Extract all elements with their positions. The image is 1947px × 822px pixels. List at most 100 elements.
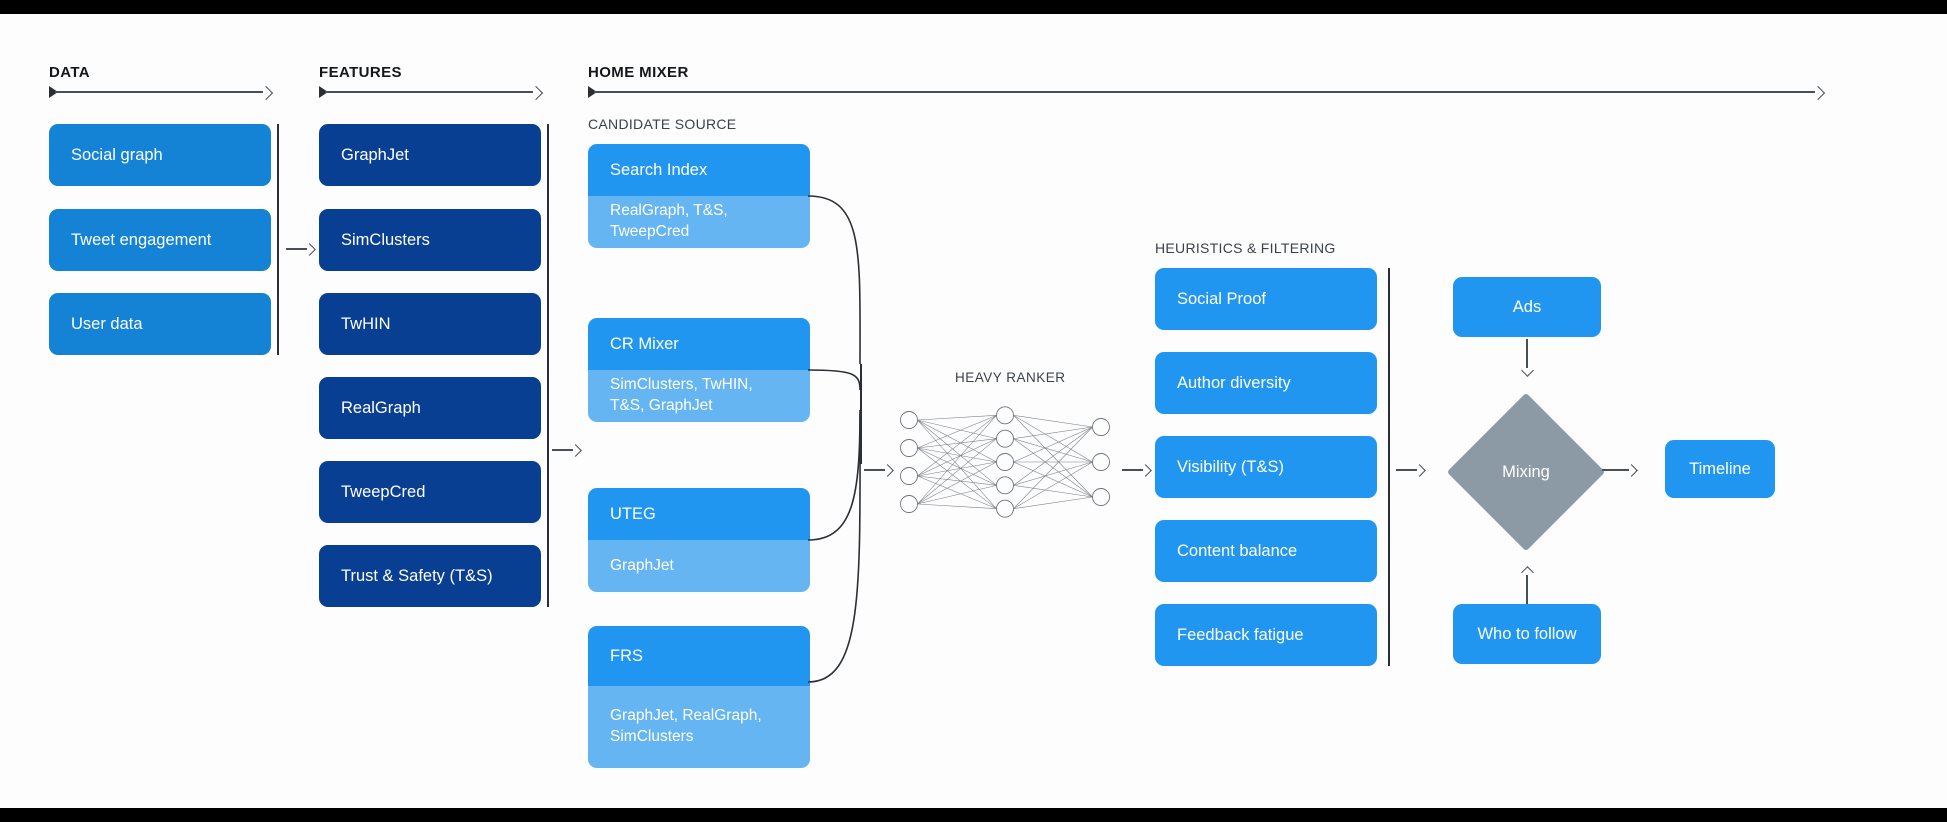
arrow-head	[1139, 463, 1152, 477]
network-node	[1092, 418, 1110, 436]
section-label-features: FEATURES	[319, 64, 402, 81]
candidate-source-features: GraphJet	[588, 540, 810, 592]
card-label: Trust & Safety (T&S)	[341, 566, 493, 585]
ruler-features	[319, 85, 544, 100]
divider-features-mixer	[547, 124, 549, 607]
card-label: RealGraph	[341, 398, 421, 417]
feature-card-trust-safety[interactable]: Trust & Safety (T&S)	[319, 545, 541, 607]
card-label: Content balance	[1177, 541, 1298, 560]
section-label-candidate-source: CANDIDATE SOURCE	[588, 116, 737, 132]
output-card-who-to-follow[interactable]: Who to follow	[1453, 604, 1601, 664]
arrow-features-to-candidate	[552, 443, 582, 457]
connector-search-index	[807, 195, 861, 365]
data-card-user-data[interactable]: User data	[49, 293, 271, 355]
connector-frs	[807, 413, 861, 683]
feature-card-tweepcred[interactable]: TweepCred	[319, 461, 541, 523]
candidate-source-features: RealGraph, T&S, TweepCred	[588, 196, 810, 248]
candidate-source-search-index[interactable]: Search Index RealGraph, T&S, TweepCred	[588, 144, 810, 248]
arrow-who-to-follow-to-mixing	[1520, 566, 1534, 604]
card-label: Timeline	[1689, 459, 1751, 478]
feature-card-realgraph[interactable]: RealGraph	[319, 377, 541, 439]
feature-card-twhin[interactable]: TwHIN	[319, 293, 541, 355]
card-label: Tweet engagement	[71, 230, 212, 249]
arrow-head	[1413, 463, 1426, 477]
arrow-shaft	[1526, 339, 1528, 368]
heuristic-card-feedback-fatigue[interactable]: Feedback fatigue	[1155, 604, 1377, 666]
arrow-head	[1625, 463, 1638, 477]
arrow-head	[303, 242, 316, 256]
card-label: Ads	[1512, 297, 1542, 316]
heavy-ranker-network	[900, 406, 1110, 518]
arrow-shaft	[552, 449, 573, 451]
mixing-label: Mixing	[1502, 462, 1550, 481]
heuristic-card-social-proof[interactable]: Social Proof	[1155, 268, 1377, 330]
merge-trunk	[860, 364, 862, 464]
card-label: SimClusters	[341, 230, 430, 249]
ruler-start-marker	[319, 86, 328, 98]
output-card-timeline[interactable]: Timeline	[1665, 440, 1775, 498]
candidate-source-cr-mixer[interactable]: CR Mixer SimClusters, TwHIN, T&S, GraphJ…	[588, 318, 810, 422]
section-label-heuristics: HEURISTICS & FILTERING	[1155, 240, 1336, 256]
arrow-head	[1520, 566, 1534, 579]
ruler-arrowhead	[528, 85, 544, 100]
ruler-data	[49, 85, 274, 100]
network-node	[996, 429, 1014, 448]
ruler-home-mixer	[588, 85, 1826, 100]
arrow-mixing-to-timeline	[1602, 463, 1638, 477]
arrow-head	[569, 443, 582, 457]
heuristic-card-content-balance[interactable]: Content balance	[1155, 520, 1377, 582]
data-card-social-graph[interactable]: Social graph	[49, 124, 271, 186]
network-node	[996, 453, 1014, 471]
arrow-shaft	[1526, 575, 1528, 604]
candidate-source-title: Search Index	[588, 144, 810, 196]
network-node	[996, 476, 1014, 495]
arrow-heuristics-to-mixing	[1396, 463, 1426, 477]
ruler-start-marker	[49, 86, 58, 98]
ruler-start-marker	[588, 86, 597, 98]
network-node	[1092, 488, 1110, 506]
ruler-bar	[594, 91, 1815, 93]
network-node	[900, 495, 918, 513]
card-label: TwHIN	[341, 314, 391, 333]
ruler-arrowhead	[1810, 85, 1826, 100]
arrow-shaft	[286, 248, 307, 250]
network-node	[996, 499, 1014, 518]
network-node	[900, 411, 918, 429]
divider-data-features	[277, 124, 279, 355]
output-card-ads[interactable]: Ads	[1453, 277, 1601, 337]
arrow-shaft	[1122, 469, 1143, 471]
arrow-head	[881, 463, 894, 477]
data-card-tweet-engagement[interactable]: Tweet engagement	[49, 209, 271, 271]
heuristic-card-visibility[interactable]: Visibility (T&S)	[1155, 436, 1377, 498]
network-node	[996, 406, 1014, 425]
card-label: Feedback fatigue	[1177, 625, 1304, 644]
candidate-merge-connectors	[807, 195, 861, 683]
card-label: Visibility (T&S)	[1177, 457, 1284, 476]
arrow-head	[1520, 364, 1534, 377]
section-label-data: DATA	[49, 64, 91, 81]
feature-card-graphjet[interactable]: GraphJet	[319, 124, 541, 186]
arrow-candidates-to-ranker	[864, 463, 894, 477]
arrow-data-to-features	[286, 242, 316, 256]
card-label: TweepCred	[341, 482, 426, 501]
connector-cr-mixer	[807, 369, 861, 391]
ruler-bar	[325, 91, 533, 93]
arrow-ranker-to-heuristics	[1122, 463, 1152, 477]
arrow-shaft	[864, 469, 885, 471]
heuristic-card-author-diversity[interactable]: Author diversity	[1155, 352, 1377, 414]
candidate-source-uteg[interactable]: UTEG GraphJet	[588, 488, 810, 592]
ruler-bar	[55, 91, 263, 93]
network-node	[900, 439, 918, 457]
candidate-source-frs[interactable]: FRS GraphJet, RealGraph, SimClusters	[588, 626, 810, 768]
divider-heuristics-mixing	[1388, 268, 1390, 666]
card-label: User data	[71, 314, 143, 333]
feature-card-simclusters[interactable]: SimClusters	[319, 209, 541, 271]
card-label: Author diversity	[1177, 373, 1291, 392]
ruler-arrowhead	[258, 85, 274, 100]
arrow-shaft	[1602, 469, 1629, 471]
card-label: Social Proof	[1177, 289, 1266, 308]
card-label: GraphJet	[341, 145, 409, 164]
network-node	[900, 467, 918, 485]
arrow-shaft	[1396, 469, 1417, 471]
